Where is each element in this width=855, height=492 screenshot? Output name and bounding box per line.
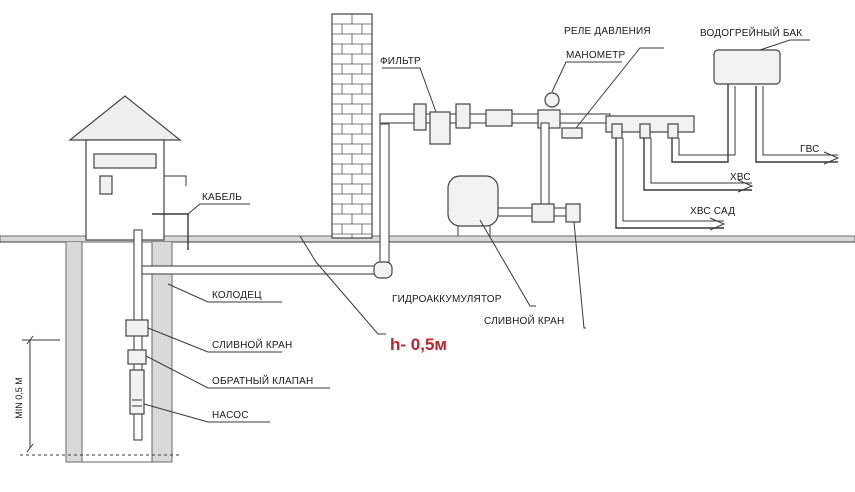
manifold-valve-2 xyxy=(639,123,651,139)
accumulator-link xyxy=(491,207,571,217)
pump-grille xyxy=(132,399,142,407)
garden-line xyxy=(615,138,724,229)
heater-feed-inner xyxy=(678,86,736,156)
label-filter: ФИЛЬТР xyxy=(380,56,421,67)
hot-line xyxy=(755,86,838,163)
cold-line xyxy=(643,138,752,191)
labels: КАБЕЛЬ КОЛОДЕЦ СЛИВНОЙ КРАН ОБРАТНЫЙ КЛА… xyxy=(202,26,820,421)
drain-valve-house-icon xyxy=(565,203,581,223)
leader-lines xyxy=(143,39,810,423)
label-drain-valve-house: СЛИВНОЙ КРАН xyxy=(484,314,564,327)
check-valve-icon xyxy=(127,349,147,365)
well-shaft xyxy=(20,241,180,463)
label-cable: КАБЕЛЬ xyxy=(202,192,242,203)
winch-icon xyxy=(99,175,113,195)
hot-line-inner xyxy=(762,86,838,156)
leader-well xyxy=(167,283,282,303)
manifold-valve-3 xyxy=(667,123,679,139)
pressure-relay-icon xyxy=(561,127,583,139)
house-window xyxy=(93,153,157,169)
label-pump: НАСОС xyxy=(212,410,249,421)
label-cold-water: ХВС xyxy=(730,172,751,183)
filter2-icon xyxy=(455,103,471,129)
leader-relay xyxy=(575,47,664,129)
label-drain-valve-well: СЛИВНОЙ КРАН xyxy=(212,338,292,351)
leader-drain-well xyxy=(147,327,282,353)
horizontal-pipe xyxy=(141,265,389,275)
vertical-pipe xyxy=(379,123,390,275)
wall-bricks xyxy=(332,14,372,238)
label-well: КОЛОДЕЦ xyxy=(212,290,262,301)
leader-manometer xyxy=(551,61,622,93)
label-check-valve: ОБРАТНЫЙ КЛАПАН xyxy=(212,374,313,387)
cold-line-inner xyxy=(650,138,752,184)
heater-feed xyxy=(671,78,729,163)
dimension-ticks xyxy=(26,335,34,453)
leader-cable xyxy=(187,203,250,215)
leader-filter xyxy=(382,67,437,113)
label-pressure-relay: РЕЛЕ ДАВЛЕНИЯ xyxy=(564,26,651,37)
valve-icon xyxy=(413,103,427,131)
garden-arrow xyxy=(709,217,726,231)
leader-pump xyxy=(143,403,270,423)
leader-check-valve xyxy=(145,355,330,389)
winch-handle xyxy=(164,175,187,186)
supply-pipe xyxy=(141,123,393,279)
filter-icon xyxy=(429,111,451,145)
garden-line-inner xyxy=(622,138,724,222)
house-roof xyxy=(68,95,182,141)
label-accumulator: ГИДРОАККУМУЛЯТОР xyxy=(392,294,502,305)
brick-wall xyxy=(331,13,373,239)
pump-icon xyxy=(129,369,145,415)
min-depth-dimension: MIN 0,5 М xyxy=(14,335,60,453)
accumulator-legs xyxy=(457,226,491,236)
meter-icon xyxy=(485,109,513,127)
house-plumbing xyxy=(379,49,840,236)
label-cold-water-garden: ХВС САД xyxy=(690,206,735,217)
min-depth-label: MIN 0,5 М xyxy=(14,377,24,419)
manometer-icon xyxy=(544,92,560,108)
leader-drain-house xyxy=(573,221,586,329)
manifold-valve-1 xyxy=(611,123,623,139)
label-hot-water: ГВС xyxy=(800,144,820,155)
depth-marker xyxy=(299,235,317,263)
well-house xyxy=(68,95,187,241)
cold-arrow xyxy=(737,179,754,193)
leader-accumulator xyxy=(479,219,536,307)
label-water-heater: ВОДОГРЕЙНЫЙ БАК xyxy=(700,26,802,39)
water-heater-icon xyxy=(713,49,781,85)
hot-arrow xyxy=(823,151,840,165)
leader-heater xyxy=(759,39,810,51)
leader-depth xyxy=(315,261,386,335)
label-manometer: МАНОМЕТР xyxy=(566,50,626,61)
pipe-elbow-icon xyxy=(373,261,393,279)
label-depth: h- 0,5м xyxy=(390,335,447,354)
accumulator-tee xyxy=(531,203,555,223)
accumulator-icon xyxy=(447,175,499,227)
drain-valve-well-icon xyxy=(125,319,149,337)
pump-assembly xyxy=(125,229,149,441)
accumulator-riser xyxy=(540,122,550,214)
